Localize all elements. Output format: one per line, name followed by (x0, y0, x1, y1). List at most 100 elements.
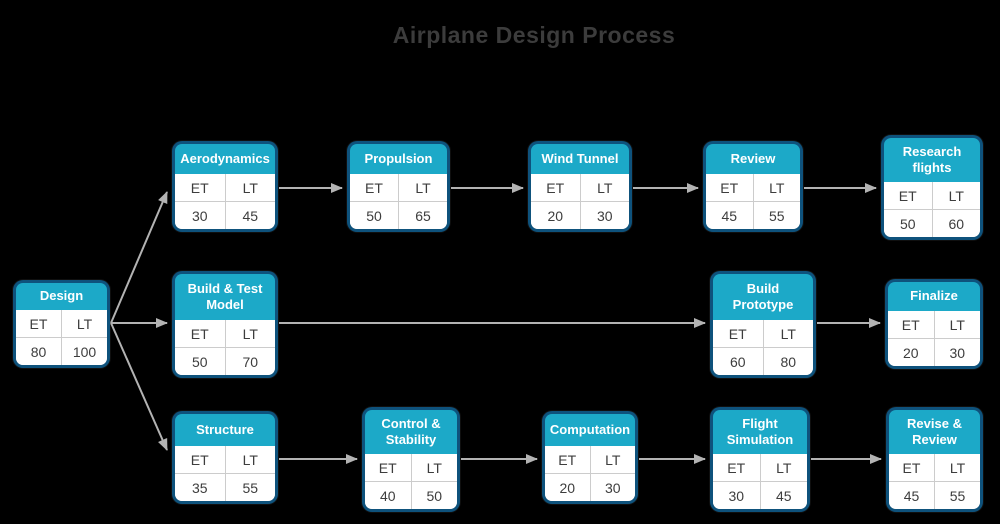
et-label: ET (713, 454, 760, 481)
lt-value: 70 (225, 348, 275, 375)
process-node-review[interactable]: Review ET LT 45 55 (703, 141, 803, 232)
process-node-control_stability[interactable]: Control & Stability ET LT 40 50 (362, 407, 460, 512)
et-value: 80 (16, 338, 61, 365)
node-table: ET LT 40 50 (365, 454, 457, 509)
lt-value: 45 (760, 482, 807, 509)
node-title: Wind Tunnel (531, 144, 629, 174)
et-value: 50 (350, 202, 398, 229)
et-label: ET (175, 320, 225, 347)
et-label: ET (531, 174, 580, 201)
node-title: Research flights (884, 138, 980, 182)
lt-value: 50 (411, 482, 457, 509)
process-node-structure[interactable]: Structure ET LT 35 55 (172, 411, 278, 504)
node-table: ET LT 20 30 (888, 311, 980, 366)
node-table: ET LT 35 55 (175, 446, 275, 501)
node-title: Computation (545, 414, 635, 446)
node-title: Review (706, 144, 800, 174)
et-label: ET (545, 446, 590, 473)
lt-value: 30 (934, 339, 980, 366)
lt-value: 30 (580, 202, 629, 229)
et-value: 20 (888, 339, 934, 366)
connector-arrow-design-to-structure (110, 322, 168, 451)
node-title: Flight Simulation (713, 410, 807, 454)
et-value: 45 (706, 202, 753, 229)
node-title: Control & Stability (365, 410, 457, 454)
lt-value: 55 (753, 202, 800, 229)
et-value: 45 (889, 482, 934, 509)
process-node-finalize[interactable]: Finalize ET LT 20 30 (885, 279, 983, 369)
process-node-build_test_model[interactable]: Build & Test Model ET LT 50 70 (172, 271, 278, 378)
lt-label: LT (760, 454, 807, 481)
et-value: 50 (175, 348, 225, 375)
lt-label: LT (753, 174, 800, 201)
process-node-revise_review[interactable]: Revise & Review ET LT 45 55 (886, 407, 983, 512)
node-title: Build Prototype (713, 274, 813, 320)
lt-value: 55 (225, 474, 275, 501)
et-value: 30 (713, 482, 760, 509)
node-table: ET LT 80 100 (16, 310, 107, 365)
et-value: 50 (884, 210, 932, 237)
lt-label: LT (399, 174, 447, 201)
process-node-build_prototype[interactable]: Build Prototype ET LT 60 80 (710, 271, 816, 378)
process-node-wind_tunnel[interactable]: Wind Tunnel ET LT 20 30 (528, 141, 632, 232)
lt-value: 55 (935, 482, 980, 509)
lt-label: LT (225, 446, 275, 473)
lt-value: 45 (225, 202, 275, 229)
node-table: ET LT 50 65 (350, 174, 447, 229)
et-label: ET (713, 320, 763, 347)
node-table: ET LT 45 55 (889, 454, 980, 509)
et-value: 20 (531, 202, 580, 229)
et-label: ET (884, 182, 932, 209)
node-title: Propulsion (350, 144, 447, 174)
et-label: ET (175, 446, 225, 473)
lt-label: LT (932, 182, 980, 209)
lt-value: 30 (590, 474, 635, 501)
et-value: 30 (175, 202, 225, 229)
node-table: ET LT 20 30 (545, 446, 635, 501)
et-label: ET (175, 174, 225, 201)
process-node-research_flights[interactable]: Research flights ET LT 50 60 (881, 135, 983, 240)
et-value: 35 (175, 474, 225, 501)
lt-label: LT (580, 174, 629, 201)
process-node-design[interactable]: Design ET LT 80 100 (13, 280, 110, 368)
lt-label: LT (411, 454, 457, 481)
et-value: 20 (545, 474, 590, 501)
node-title: Structure (175, 414, 275, 446)
et-label: ET (365, 454, 411, 481)
node-table: ET LT 45 55 (706, 174, 800, 229)
node-title: Build & Test Model (175, 274, 275, 320)
et-label: ET (16, 310, 61, 337)
lt-value: 80 (763, 348, 813, 375)
node-title: Finalize (888, 282, 980, 311)
node-table: ET LT 50 60 (884, 182, 980, 237)
lt-value: 100 (62, 338, 107, 365)
connector-arrow-design-to-aerodynamics (110, 191, 168, 324)
lt-label: LT (62, 310, 107, 337)
node-title: Design (16, 283, 107, 310)
lt-label: LT (225, 320, 275, 347)
lt-label: LT (934, 311, 980, 338)
lt-value: 60 (932, 210, 980, 237)
node-table: ET LT 60 80 (713, 320, 813, 375)
process-node-propulsion[interactable]: Propulsion ET LT 50 65 (347, 141, 450, 232)
node-title: Aerodynamics (175, 144, 275, 174)
lt-label: LT (763, 320, 813, 347)
node-table: ET LT 30 45 (713, 454, 807, 509)
lt-label: LT (590, 446, 635, 473)
process-node-aerodynamics[interactable]: Aerodynamics ET LT 30 45 (172, 141, 278, 232)
et-value: 40 (365, 482, 411, 509)
et-label: ET (888, 311, 934, 338)
node-table: ET LT 50 70 (175, 320, 275, 375)
et-label: ET (350, 174, 398, 201)
process-node-flight_simulation[interactable]: Flight Simulation ET LT 30 45 (710, 407, 810, 512)
lt-value: 65 (399, 202, 447, 229)
lt-label: LT (225, 174, 275, 201)
lt-label: LT (935, 454, 980, 481)
et-label: ET (889, 454, 934, 481)
process-node-computation[interactable]: Computation ET LT 20 30 (542, 411, 638, 504)
et-value: 60 (713, 348, 763, 375)
node-table: ET LT 30 45 (175, 174, 275, 229)
node-title: Revise & Review (889, 410, 980, 454)
